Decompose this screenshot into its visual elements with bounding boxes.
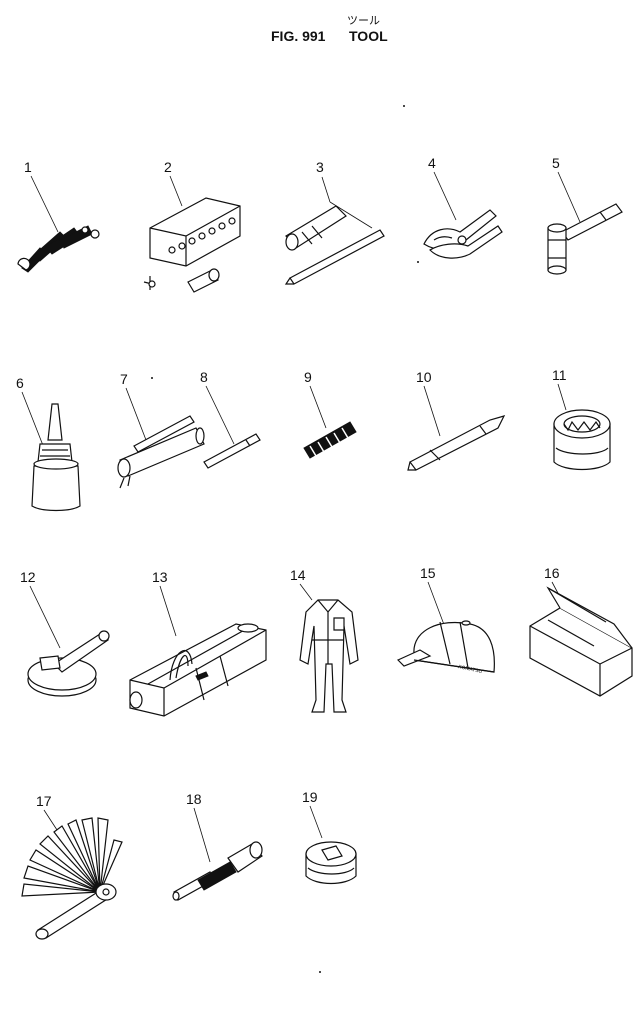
leader-line [427, 581, 447, 631]
leader-line [193, 807, 211, 863]
japanese-title: ツール [347, 15, 380, 27]
item-14-coverall[interactable]: 14 [290, 567, 359, 713]
item-1-wrench-set[interactable]: 1 [17, 159, 100, 273]
callout-1: 1 [24, 159, 32, 175]
callout-10: 10 [416, 369, 432, 385]
leader-line [205, 385, 235, 445]
leader-line [557, 383, 567, 411]
chisel-icon [407, 415, 506, 471]
leader-line [309, 805, 323, 839]
callout-5: 5 [552, 155, 560, 171]
leader-line [159, 585, 177, 637]
callout-13: 13 [152, 569, 168, 585]
callout-3: 3 [316, 159, 324, 175]
leader-line [21, 391, 45, 449]
wrench-set-icon [17, 225, 100, 273]
scan-specks [151, 105, 419, 973]
leader-line [125, 387, 147, 441]
leader-line [423, 385, 441, 437]
callout-11: 11 [552, 367, 567, 383]
item-2-socket-set[interactable]: 2 [143, 159, 241, 293]
leader-line [309, 385, 327, 429]
callout-2: 2 [164, 159, 172, 175]
coverall-icon [299, 599, 359, 713]
callout-8: 8 [200, 369, 208, 385]
socket-box-icon [143, 197, 241, 293]
leader-line [557, 171, 581, 223]
item-13-tool-bag[interactable]: 13 [129, 569, 267, 717]
callout-14: 14 [290, 567, 306, 583]
filter-wrench-icon [27, 630, 110, 697]
leader-line [169, 175, 183, 207]
item-9-spring[interactable]: 9 [303, 369, 357, 459]
nozzle-icon [203, 433, 261, 469]
item-11-socket[interactable]: 11 [552, 367, 611, 471]
callout-9: 9 [304, 369, 312, 385]
item-19-socket[interactable]: 19 [302, 789, 357, 885]
item-7-grease-gun[interactable]: 7 [117, 371, 205, 489]
callout-12: 12 [20, 569, 36, 585]
leader-line [299, 583, 313, 601]
callout-4: 4 [428, 155, 436, 171]
callout-18: 18 [186, 791, 202, 807]
item-8-nozzle[interactable]: 8 [200, 369, 261, 469]
callout-16: 16 [544, 565, 560, 581]
callout-17: 17 [36, 793, 52, 809]
leader-line [321, 176, 331, 203]
item-3-screwdriver[interactable]: 3 [284, 159, 385, 285]
pliers-icon [423, 209, 503, 259]
carton-box-icon [529, 586, 633, 697]
hammer-icon [547, 203, 623, 275]
oil-can-icon [31, 403, 81, 512]
ratchet-handle-icon [172, 841, 263, 901]
figure-title: TOOL [349, 28, 388, 44]
spring-icon [303, 421, 357, 459]
item-5-hammer[interactable]: 5 [547, 155, 623, 275]
cap-icon: KOMATSU [396, 620, 495, 675]
item-4-pliers[interactable]: 4 [423, 155, 503, 259]
grease-gun-icon [117, 415, 205, 489]
callout-15: 15 [420, 565, 436, 581]
item-6-oil-can[interactable]: 6 [16, 375, 81, 512]
figure-number: FIG. 991 [271, 28, 326, 44]
leader-line [29, 585, 61, 649]
socket-icon [553, 409, 611, 471]
item-17-feeler-gauge[interactable]: 17 [21, 793, 123, 940]
cap-brand-text: KOMATSU [458, 664, 483, 675]
item-16-carton-box[interactable]: 16 [529, 565, 633, 697]
callout-6: 6 [16, 375, 24, 391]
square-socket-icon [305, 841, 357, 885]
callout-19: 19 [302, 789, 318, 805]
leader-line [433, 171, 457, 221]
screwdriver-icon [284, 205, 385, 285]
leader-line [30, 175, 59, 233]
callout-7: 7 [120, 371, 128, 387]
feeler-gauge-icon [21, 817, 123, 940]
tool-bag-icon [129, 623, 267, 717]
item-12-filter-wrench[interactable]: 12 [20, 569, 110, 697]
item-15-cap[interactable]: 15 KOMATSU [396, 565, 495, 675]
item-10-chisel[interactable]: 10 [407, 369, 506, 471]
item-18-ratchet-handle[interactable]: 18 [172, 791, 263, 901]
